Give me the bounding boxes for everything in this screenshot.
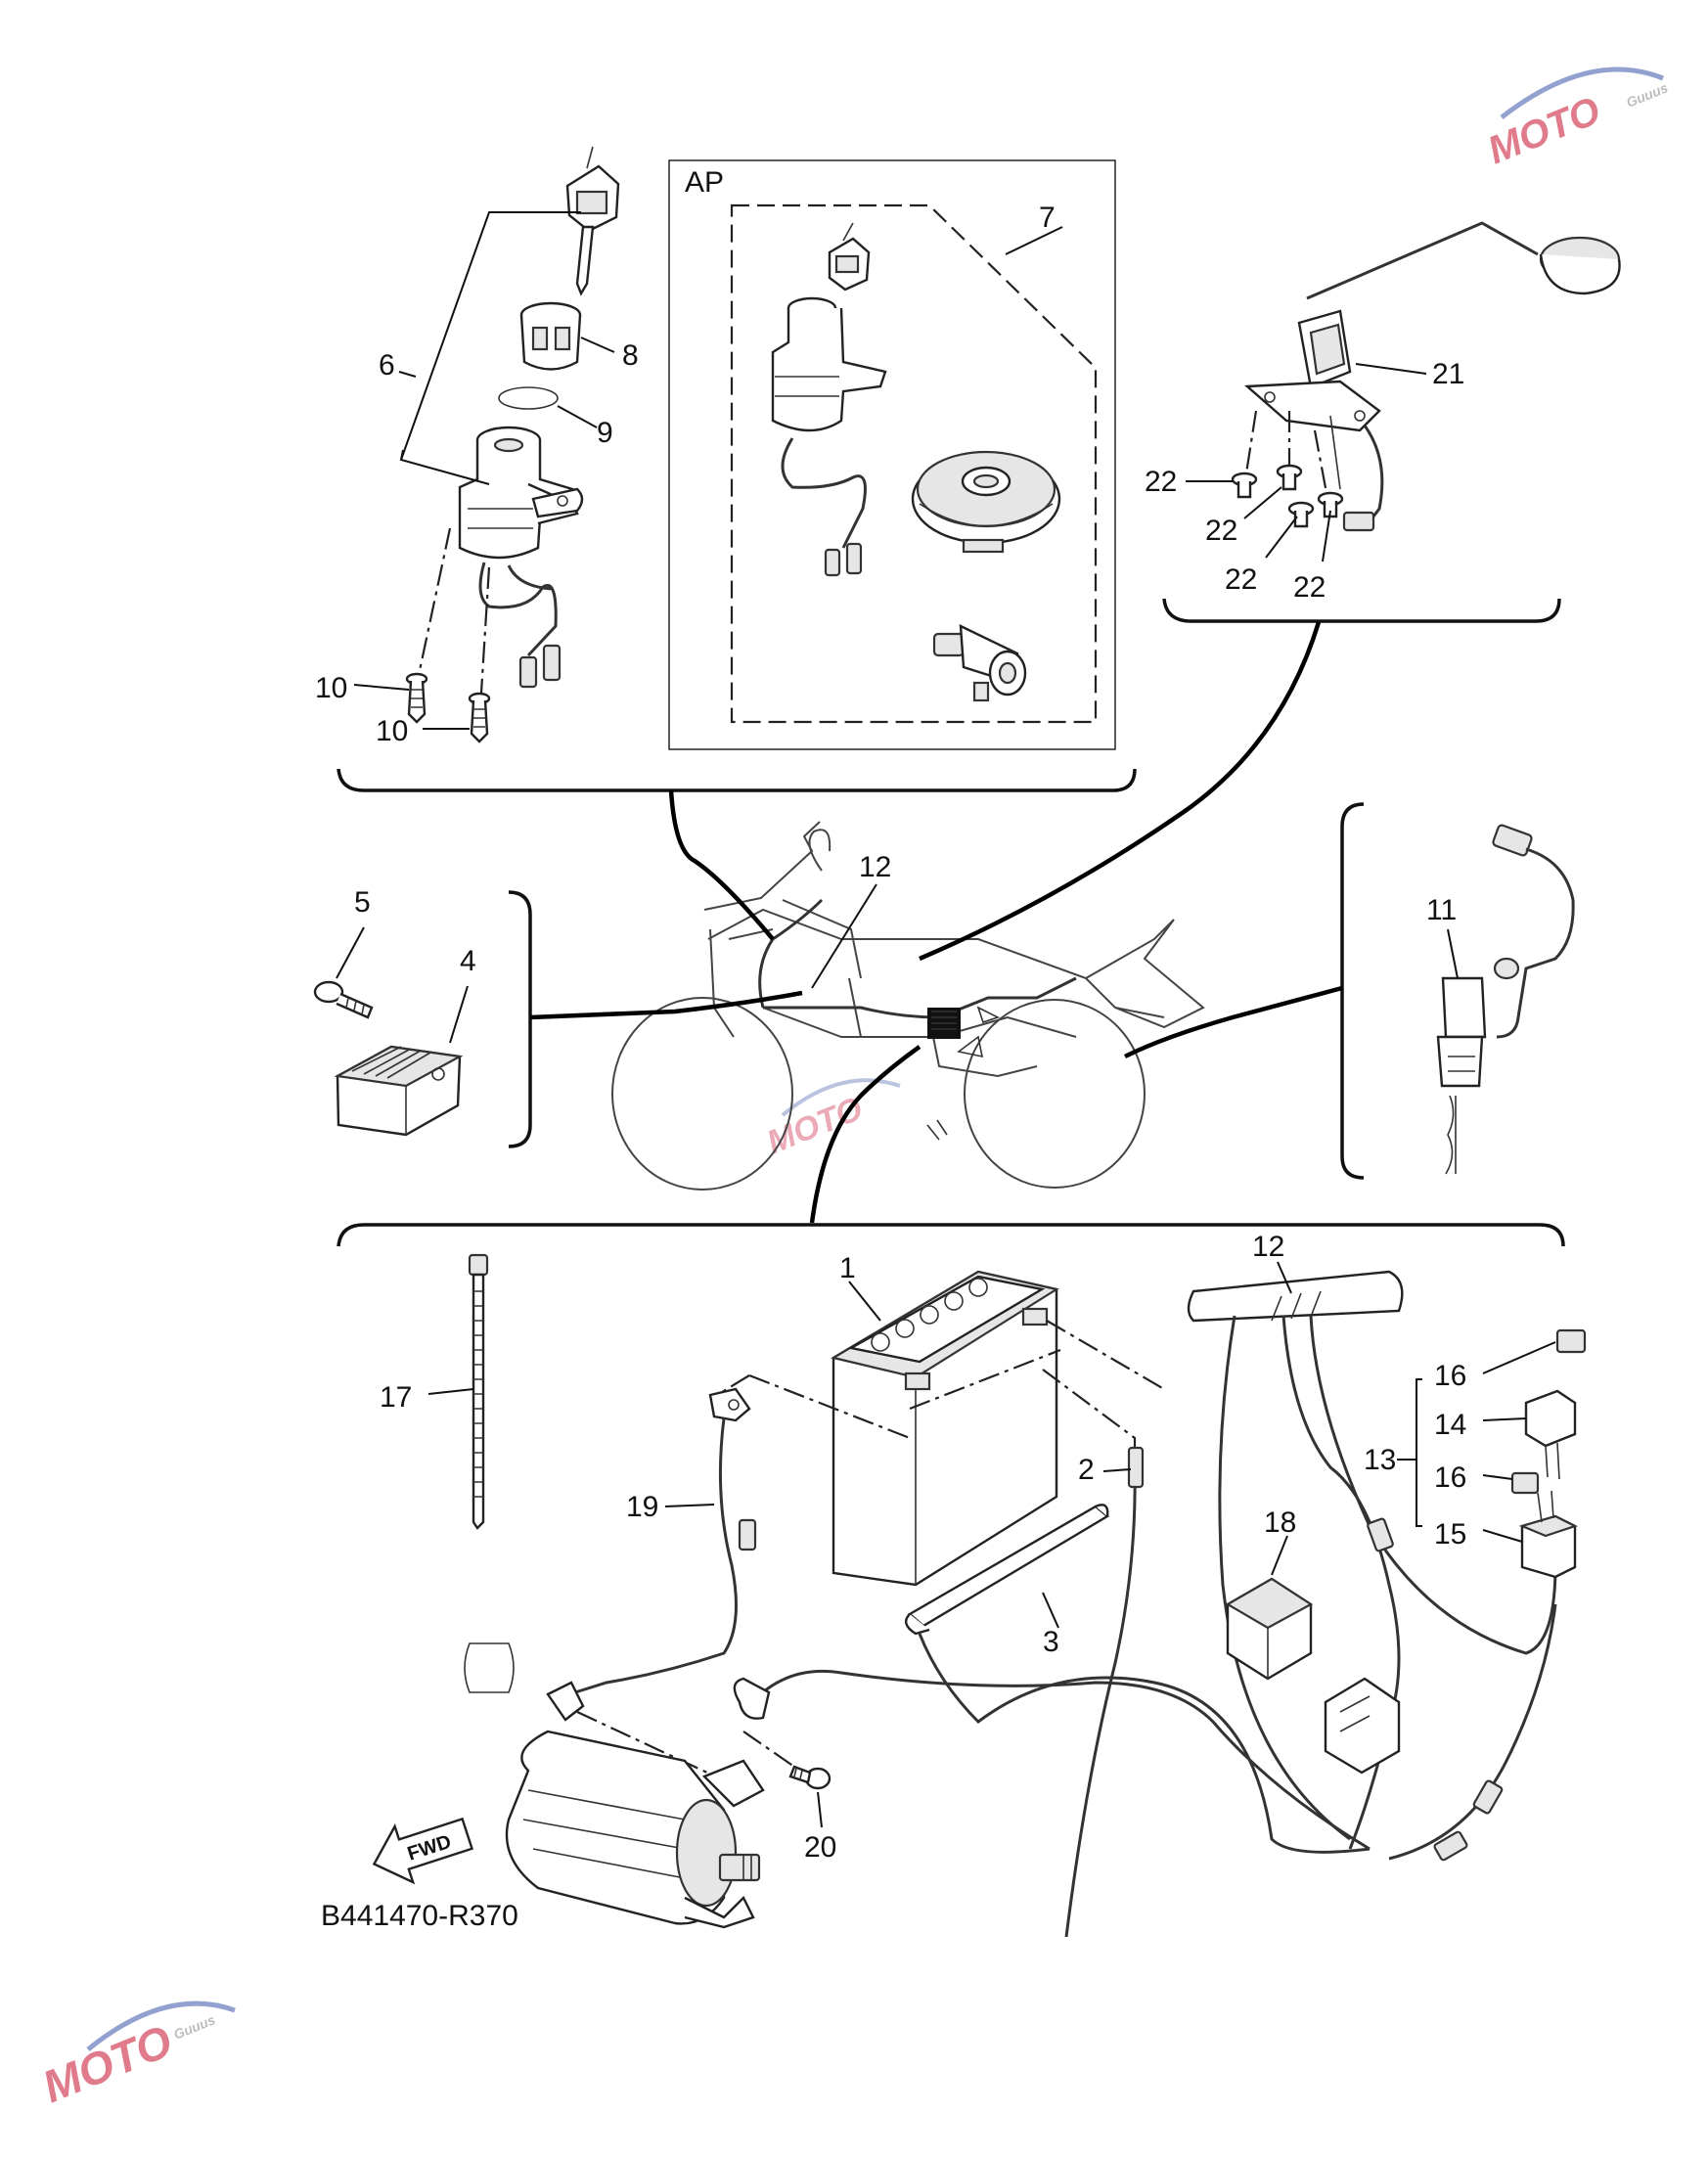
watermark-brand-bottom: MOTO (35, 2015, 179, 2113)
callout-13: 13 (1364, 1444, 1396, 1476)
callout-20: 20 (804, 1831, 836, 1864)
bolt-icon (788, 1765, 832, 1790)
watermark-brand-center: MOTO (762, 1090, 868, 1161)
regulator-icon (334, 1045, 464, 1137)
fuse-icon (1510, 1471, 1540, 1495)
fuel-sender-icon (1243, 309, 1384, 532)
bolt-icon (313, 980, 374, 1019)
callout-4: 4 (460, 945, 476, 977)
callout-22: 22 (1293, 571, 1326, 604)
callout-10: 10 (315, 672, 347, 704)
battery-band-icon (904, 1504, 1110, 1636)
starter-cable (742, 1669, 1371, 1851)
screw-icon (1317, 491, 1344, 518)
fuse-group (1510, 1328, 1587, 1579)
callout-17: 17 (380, 1381, 412, 1414)
watermark-brand-top: MOTO (1482, 89, 1606, 172)
callout-21: 21 (1432, 358, 1464, 390)
relay-icon (1225, 1577, 1401, 1775)
fuel-float-icon (1539, 236, 1621, 295)
callout-10: 10 (376, 715, 408, 747)
seat-lock-icon (932, 624, 1027, 702)
callout-7: 7 (1039, 202, 1056, 234)
wire-harness-icon (918, 1270, 1557, 1862)
diagram-code: B441470-R370 (321, 1900, 518, 1932)
watermark-sub-bottom: Guuus (171, 2011, 217, 2043)
battery-lead-icon (1064, 1446, 1145, 1938)
callout-16: 16 (1434, 1461, 1466, 1494)
motorcycle-outline: 12 (611, 821, 1205, 1191)
callout-14: 14 (1434, 1409, 1466, 1441)
ground-lead-icon (574, 1387, 757, 1694)
group-bracket-bottom (337, 1223, 1565, 1247)
o-ring-icon (498, 386, 559, 410)
switch-cap-icon (519, 301, 582, 371)
switch-wire (478, 562, 558, 657)
fuel-sender-group: 21 22 22 22 22 (1145, 221, 1621, 623)
watermark-logo-top: MOTO Guuus (1482, 67, 1670, 172)
screw-icon (405, 672, 428, 724)
callout-2: 2 (1078, 1454, 1095, 1486)
screw-icon (468, 692, 491, 743)
callout-9: 9 (597, 417, 613, 449)
callout-19: 19 (626, 1491, 658, 1523)
main-switch-group: 6 8 9 10 10 (315, 146, 639, 747)
callout-5: 5 (354, 886, 371, 919)
ap-kit-box: AP 7 (668, 159, 1116, 750)
watermark-sub-top: Guuus (1624, 79, 1670, 111)
watermark-logo-bottom: MOTO Guuus (35, 2001, 236, 2113)
callout-15: 15 (1434, 1518, 1466, 1551)
key-icon (565, 146, 620, 296)
ap-switch-icon (771, 222, 887, 577)
callout-12: 12 (859, 851, 891, 883)
fwd-arrow-icon: FWD (372, 1817, 474, 1885)
fuel-cap-icon (911, 450, 1061, 554)
group-bracket-top (337, 768, 1137, 792)
neutral-switch-icon (1436, 824, 1575, 1175)
callout-12: 12 (1252, 1231, 1284, 1263)
callout-8: 8 (622, 339, 639, 372)
terminal-cover-icon (733, 1677, 771, 1720)
callout-1: 1 (839, 1252, 856, 1284)
starter-motor-icon (464, 1642, 765, 1929)
cable-tie-icon (468, 1253, 489, 1530)
battery-icon (831, 1270, 1059, 1587)
neutral-switch-group: 11 (1340, 802, 1575, 1180)
fuse-icon (1555, 1328, 1587, 1354)
callout-11: 11 (1426, 894, 1457, 926)
callout-22: 22 (1145, 466, 1177, 498)
group-connectors (529, 621, 1343, 1224)
screw-icon (1231, 472, 1258, 499)
ap-label: AP (685, 166, 724, 199)
callout-22: 22 (1225, 563, 1257, 596)
main-switch-icon (458, 426, 584, 560)
callout-3: 3 (1043, 1626, 1059, 1658)
callout-22: 22 (1205, 515, 1237, 547)
screw-icon (1276, 464, 1303, 491)
screw-icon (1287, 501, 1315, 528)
callout-18: 18 (1264, 1506, 1296, 1539)
callout-16: 16 (1434, 1360, 1466, 1392)
regulator-group: 5 4 (313, 886, 532, 1148)
callout-6: 6 (379, 349, 395, 382)
